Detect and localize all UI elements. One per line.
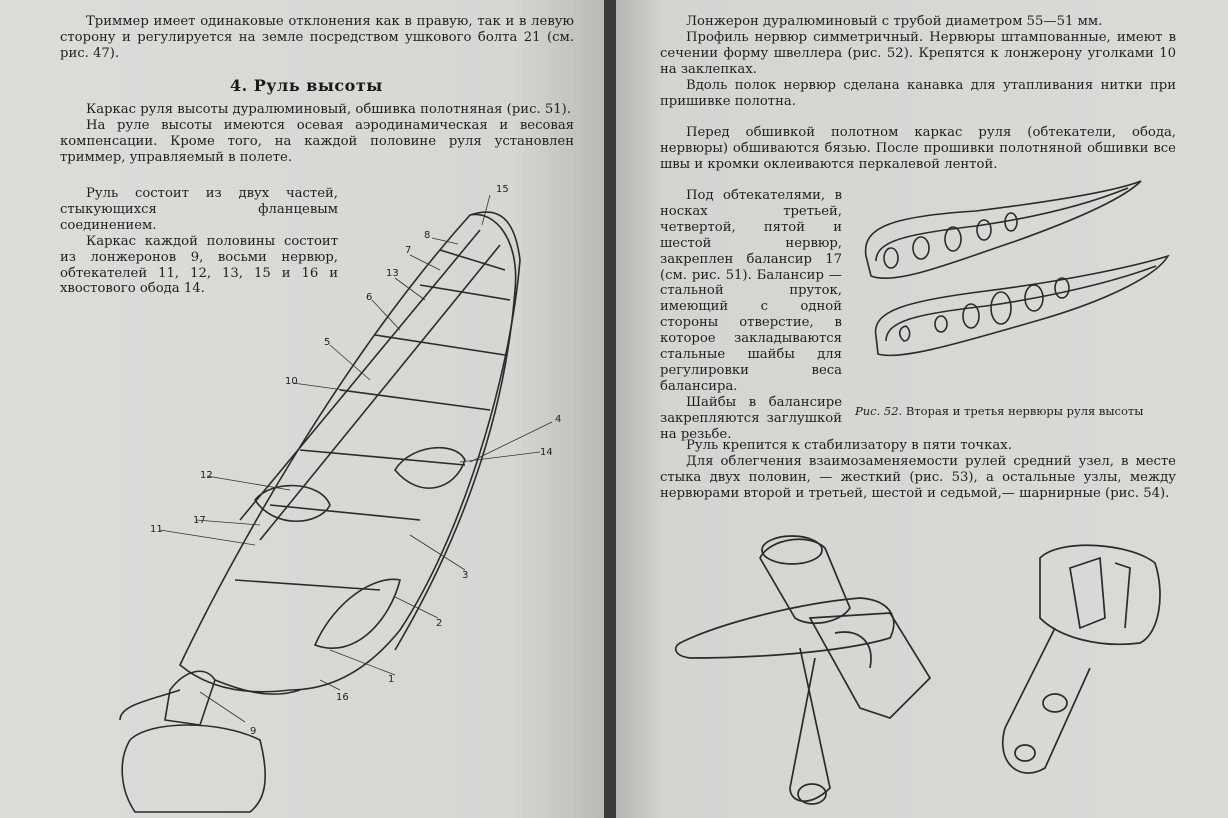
figure-caption: Рис. 52. Вторая и третья нервюры руля вы…	[855, 404, 1143, 418]
figure-label: 7	[405, 245, 411, 256]
right-page: Лонжерон дуралюминовый с трубой диаметро…	[616, 0, 1228, 818]
figure-label: 2	[436, 618, 442, 629]
right-body-bottom: Руль крепится к стабилизатору в пяти точ…	[660, 438, 1176, 502]
figure-label: 16	[336, 692, 349, 703]
caption-figure-number: Рис. 52.	[855, 404, 903, 418]
paragraph: Перед обшивкой полотном каркас руля (обт…	[660, 125, 1176, 172]
right-body-narrow: Под обтекателями, в носках третьей, четв…	[660, 188, 842, 443]
paragraph: Лонжерон дуралюминовый с трубой диаметро…	[686, 14, 1103, 29]
figure-label: 5	[324, 337, 330, 348]
figure-label: 4	[555, 414, 561, 425]
paragraph: Каркас каждой половины состоит из лонжер…	[60, 233, 338, 297]
left-intro: Триммер имеет одинаковые отклонения как …	[60, 14, 574, 62]
book-gutter	[604, 0, 616, 818]
figure-label: 1	[388, 674, 394, 685]
figure-label: 11	[150, 524, 163, 535]
right-body-wide: Перед обшивкой полотном каркас руля (обт…	[660, 125, 1176, 177]
fittings-illustration	[674, 535, 1161, 805]
figure-label: 6	[366, 292, 372, 303]
ribs-illustration	[864, 180, 1170, 357]
figure-label: 14	[540, 447, 553, 458]
figure-label: 3	[462, 570, 468, 581]
paragraph: Для облегчения взаимозаменяемости рулей …	[660, 453, 1176, 501]
left-body-narrow: Руль состоит из двух частей, стыкующихся…	[60, 186, 338, 297]
paragraph: Каркас руля высоты дуралюминовый, обшивк…	[86, 102, 571, 117]
figure-label: 9	[250, 726, 256, 737]
intro-paragraph: Триммер имеет одинаковые отклонения как …	[60, 14, 574, 61]
paragraph: На руле высоты имеются осевая аэродинами…	[60, 117, 574, 165]
paragraph: Вдоль полок нервюр сделана канавка для у…	[660, 77, 1176, 109]
left-page: Триммер имеет одинаковые отклонения как …	[0, 0, 604, 818]
paragraph: Шайбы в балансире закрепляются заглушкой…	[660, 394, 842, 442]
figure-label: 12	[200, 470, 213, 481]
elevator-frame-illustration: 15 8 7 13 6 5 10 4 14 12 17 11 3 2 1 16 …	[119, 184, 561, 813]
figure-label: 17	[193, 515, 206, 526]
figure-label: 15	[496, 184, 509, 195]
paragraph: Руль крепится к стабилизатору в пяти точ…	[686, 438, 1012, 453]
paragraph: Руль состоит из двух частей, стыкующихся…	[60, 186, 338, 233]
right-body-top: Лонжерон дуралюминовый с трубой диаметро…	[660, 14, 1176, 109]
figure-label: 8	[424, 230, 430, 241]
paragraph: Под обтекателями, в носках третьей, четв…	[660, 188, 842, 394]
figure-label: 13	[386, 268, 399, 279]
section-heading: 4. Руль высоты	[230, 76, 383, 95]
figure-label: 10	[285, 376, 298, 387]
paragraph: Профиль нервюр симметричный. Нервюры шта…	[660, 29, 1176, 77]
left-body-top: Каркас руля высоты дуралюминовый, обшивк…	[60, 102, 574, 166]
caption-text: Вторая и третья нервюры руля высоты	[905, 404, 1144, 418]
